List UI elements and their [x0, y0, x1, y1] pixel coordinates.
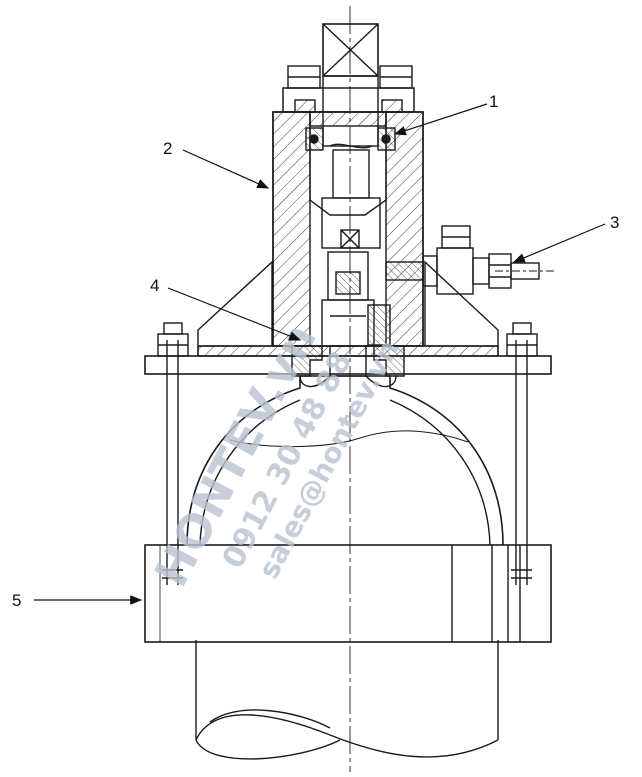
valve-internals [321, 251, 391, 347]
callout-1: 1 [489, 92, 498, 111]
callout-5: 5 [12, 591, 21, 610]
gland-cover [282, 65, 415, 113]
leader-4 [167, 287, 302, 341]
drawing [144, 6, 555, 772]
centerlines [349, 6, 555, 772]
gusset-ribs [197, 260, 499, 347]
leader-1 [393, 103, 488, 136]
watermark: HONTEV.vn 0912 30 48 88 sales@hontev.vn [144, 315, 406, 595]
callout-2: 2 [163, 139, 172, 158]
leader-3 [512, 223, 606, 263]
callout-labels: 1 2 3 4 5 [12, 92, 619, 610]
stem [321, 23, 381, 249]
callout-4: 4 [150, 276, 159, 295]
valve-body [272, 111, 424, 347]
callout-leaders [34, 103, 606, 605]
packing-seal [305, 127, 396, 151]
pipe [195, 640, 499, 760]
seat-adapter [291, 345, 405, 388]
leader-2 [182, 149, 270, 189]
side-needle-valve [385, 225, 540, 295]
saddle-clamp-band [144, 544, 552, 643]
tie-rod-left [157, 322, 189, 585]
callout-3: 3 [610, 213, 619, 232]
